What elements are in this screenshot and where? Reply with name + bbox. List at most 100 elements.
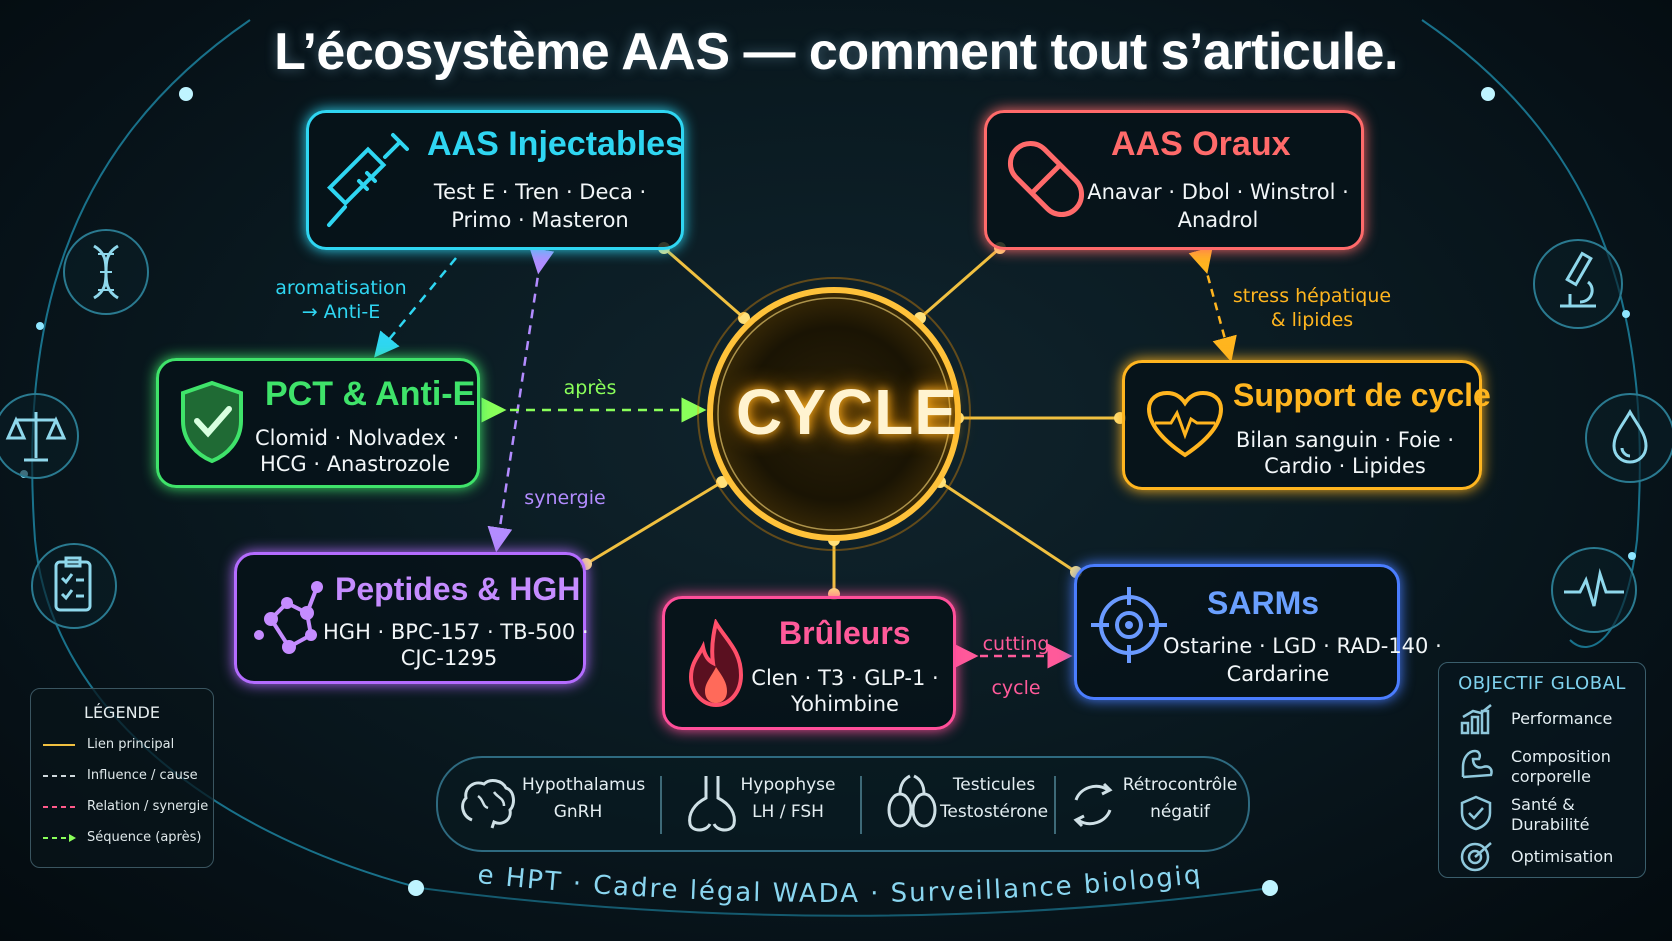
- node-items-line1: Clomid · Nolvadex ·: [255, 426, 460, 450]
- shield-check-icon: [181, 380, 243, 464]
- clipboard-icon: [31, 543, 117, 629]
- testes-icon: [887, 774, 937, 828]
- microscope-icon: [1533, 239, 1623, 329]
- axis-divider: [1054, 776, 1056, 834]
- target-icon: [1460, 842, 1492, 872]
- axis-item-name: Hypothalamus: [522, 775, 646, 795]
- legend-item-influence: Influence / cause: [43, 768, 213, 788]
- syringe-icon: [326, 133, 409, 227]
- relation-label-stress: stress hépatique & lipides: [1232, 284, 1392, 332]
- node-items-line2: Yohimbine: [791, 692, 899, 716]
- node-items-line1: Bilan sanguin · Foie ·: [1235, 428, 1455, 452]
- node-title: AAS Oraux: [1111, 125, 1291, 163]
- cycle-arrows-icon: [1073, 782, 1113, 828]
- node-items-line2: Primo · Masteron: [451, 208, 629, 232]
- relation-label-line1: stress hépatique: [1232, 285, 1392, 307]
- axis-item-sub: GnRH: [553, 802, 603, 822]
- node-items-line1: Anavar · Dbol · Winstrol ·: [1087, 180, 1349, 204]
- drop-icon: [1585, 393, 1672, 483]
- node-pct-anti-e: PCT & Anti-E Clomid · Nolvadex · HCG · A…: [156, 358, 480, 488]
- axis-divider: [660, 776, 662, 834]
- relation-label-line2: & lipides: [1270, 309, 1354, 331]
- legend-item-main-link: Lien principal: [43, 737, 213, 757]
- node-items-line1: Test E · Tren · Deca ·: [433, 180, 647, 204]
- node-items-line1: Clen · T3 · GLP-1 ·: [751, 666, 939, 690]
- relation-label-line2: cycle: [991, 677, 1041, 699]
- cycle-label: CYCLE: [736, 376, 958, 448]
- axis-item-sub: négatif: [1150, 802, 1210, 822]
- svg-text:Axe HPT · Cadre légal WADA · S: Axe HPT · Cadre légal WADA · Surveillanc…: [0, 862, 1204, 909]
- node-aas-injectables: AAS Injectables Test E · Tren · Deca · P…: [306, 110, 684, 250]
- node-title: Support de cycle: [1233, 377, 1491, 413]
- node-items-line2: Anadrol: [1177, 208, 1259, 232]
- relation-label-line2: → Anti-E: [301, 301, 381, 323]
- legend-item-label: Influence / cause: [87, 768, 198, 783]
- axis-item-name: Testicules: [952, 775, 1036, 795]
- pulse-icon: [1551, 547, 1637, 633]
- legend-item-relation: Relation / synergie: [43, 799, 213, 819]
- legend-item-label: Relation / synergie: [87, 799, 209, 814]
- legend-item-label: Lien principal: [87, 737, 175, 752]
- node-support-cycle: Support de cycle Bilan sanguin · Foie · …: [1122, 360, 1491, 490]
- axis-item-hypothalamus: Hypothalamus GnRH: [522, 772, 646, 826]
- node-aas-oraux: AAS Oraux Anavar · Dbol · Winstrol · Ana…: [984, 110, 1364, 250]
- goal-item-line2: corporelle: [1511, 767, 1591, 786]
- goal-item-line2: Durabilité: [1511, 815, 1590, 834]
- node-items-line1: HGH · BPC-157 · TB-500 ·: [323, 620, 589, 644]
- node-items-line1: Ostarine · LGD · RAD-140 ·: [1163, 634, 1442, 658]
- goal-item-sante: Santé & Durabilité: [1511, 795, 1589, 835]
- relation-label-cutting: cutting cycle: [976, 622, 1056, 710]
- legend-item-label: Séquence (après): [87, 830, 202, 845]
- goal-item-optimisation: Optimisation: [1511, 847, 1614, 866]
- legend-title: LÉGENDE: [84, 703, 160, 722]
- scales-icon: [0, 393, 79, 479]
- goal-item-line1: Santé &: [1511, 795, 1575, 814]
- node-title: SARMs: [1207, 585, 1320, 621]
- relation-label-aromatisation: aromatisation → Anti-E: [266, 276, 416, 324]
- axis-item-sub: LH / FSH: [752, 802, 824, 822]
- node-items-line2: HCG · Anastrozole: [259, 452, 451, 476]
- hpt-axis-bar: Hypothalamus GnRH Hypophyse LH / FSH Tes…: [436, 756, 1250, 852]
- heart-pulse-icon: [1146, 390, 1224, 458]
- shield-check-icon: [1460, 795, 1492, 831]
- goal-item-performance: Performance: [1511, 709, 1613, 728]
- dna-icon: [63, 229, 149, 315]
- axis-item-retrocontrole: Rétrocontrôle négatif: [1122, 772, 1238, 826]
- bar-chart-icon: [1460, 704, 1492, 735]
- node-title: Peptides & HGH: [335, 571, 581, 607]
- bicep-icon: [1461, 749, 1493, 779]
- node-items-line2: CJC-1295: [400, 646, 498, 670]
- node-title: AAS Injectables: [427, 125, 684, 163]
- pituitary-icon: [688, 776, 736, 832]
- node-bruleurs: Brûleurs Clen · T3 · GLP-1 · Yohimbine: [662, 596, 956, 730]
- page-title: L’écosystème AAS — comment tout s’articu…: [274, 23, 1398, 81]
- goal-item-line1: Composition: [1511, 747, 1611, 766]
- node-items-line2: Cardio · Lipides: [1264, 454, 1426, 478]
- node-sarms: SARMs Ostarine · LGD · RAD-140 · Cardari…: [1074, 564, 1442, 700]
- molecule-icon: [254, 581, 323, 654]
- relation-label-synergie: synergie: [524, 487, 606, 509]
- cycle-circle: [707, 287, 961, 541]
- node-peptides-hgh: Peptides & HGH HGH · BPC-157 · TB-500 · …: [234, 552, 589, 684]
- axis-item-name: Hypophyse: [740, 775, 836, 795]
- relation-label-line1: aromatisation: [275, 277, 407, 299]
- axis-divider: [860, 776, 862, 834]
- axis-item-hypophyse: Hypophyse LH / FSH: [738, 772, 838, 826]
- outer-ring: [31, 19, 421, 889]
- legend: LÉGENDE Lien principal Influence / cause…: [30, 688, 214, 868]
- node-title: PCT & Anti-E: [265, 375, 476, 413]
- pill-icon: [1007, 140, 1085, 218]
- target-icon: [1091, 587, 1167, 663]
- footer-arc: Axe HPT · Cadre légal WADA · Surveillanc…: [0, 862, 1204, 909]
- axis-item-testicules: Testicules Testostérone: [938, 772, 1050, 826]
- flame-icon: [688, 619, 744, 708]
- footer-text: Axe HPT · Cadre légal WADA · Surveillanc…: [0, 862, 1202, 909]
- node-title: Brûleurs: [779, 615, 911, 651]
- goal-item-composition: Composition corporelle: [1511, 747, 1611, 787]
- relation-label-line1: cutting: [982, 633, 1050, 655]
- axis-item-name: Rétrocontrôle: [1122, 775, 1238, 795]
- node-items-line2: Cardarine: [1226, 662, 1330, 686]
- legend-item-sequence: Séquence (après): [43, 830, 213, 850]
- objectif-global-panel: OBJECTIF GLOBAL Performance Composition …: [1438, 662, 1646, 878]
